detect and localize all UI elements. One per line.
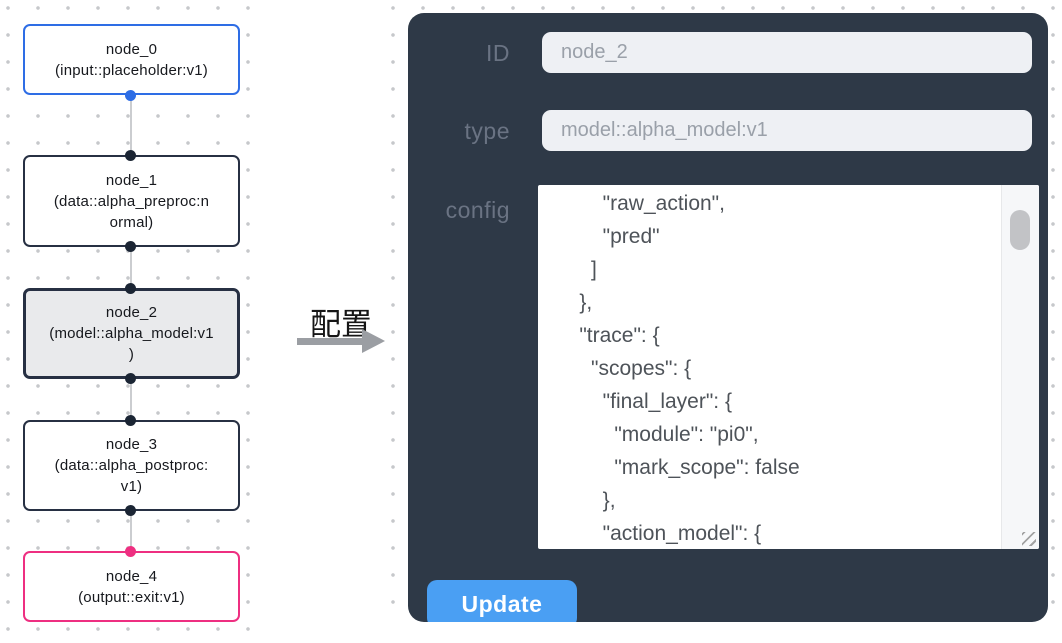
- input-port-handle-node_4[interactable]: [125, 546, 136, 557]
- config-textarea[interactable]: "raw_action", "pred" ] }, "trace": { "sc…: [538, 185, 1039, 549]
- graph-node-node_3[interactable]: node_3 (data::alpha_postproc: v1): [23, 420, 240, 511]
- config-scrollbar-thumb[interactable]: [1010, 210, 1030, 250]
- node-label: node_4 (output::exit:v1): [78, 567, 185, 606]
- type-field-label: type: [464, 118, 510, 144]
- right-arrow-icon: [297, 338, 364, 345]
- id-input[interactable]: [542, 32, 1032, 73]
- node-label: node_0 (input::placeholder:v1): [54, 40, 209, 79]
- input-port-handle-node_1[interactable]: [125, 150, 136, 161]
- update-button[interactable]: Update: [427, 580, 577, 622]
- output-port-handle-node_3[interactable]: [125, 505, 136, 516]
- graph-node-node_4[interactable]: node_4 (output::exit:v1): [23, 551, 240, 622]
- node-label: node_1 (data::alpha_preproc:n ormal): [53, 171, 210, 231]
- edge-node1-node2: [130, 247, 132, 288]
- graph-node-node_1[interactable]: node_1 (data::alpha_preproc:n ormal): [23, 155, 240, 247]
- edge-node2-node3: [130, 379, 132, 420]
- input-port-handle-node_3[interactable]: [125, 415, 136, 426]
- output-port-handle-node_0[interactable]: [125, 90, 136, 101]
- graph-node-node_0[interactable]: node_0 (input::placeholder:v1): [23, 24, 240, 95]
- node-label: node_3 (data::alpha_postproc: v1): [54, 436, 209, 495]
- configure-label: 配置: [310, 307, 372, 342]
- type-input[interactable]: [542, 110, 1032, 151]
- textarea-resize-handle-icon[interactable]: [1022, 532, 1036, 546]
- graph-canvas: node_0 (input::placeholder:v1) node_1 (d…: [0, 0, 270, 643]
- output-port-handle-node_2[interactable]: [125, 373, 136, 384]
- graph-node-node_2-selected[interactable]: node_2 (model::alpha_model:v1 ): [23, 288, 240, 379]
- inspector-panel: ID type config "raw_action", "pred" ] },…: [408, 13, 1048, 622]
- config-field-label: config: [445, 197, 510, 223]
- right-arrow-head-icon: [362, 329, 385, 353]
- config-json-text: "raw_action", "pred" ] }, "trace": { "sc…: [579, 192, 800, 545]
- input-port-handle-node_2[interactable]: [125, 283, 136, 294]
- node-label: node_2 (model::alpha_model:v1 ): [49, 304, 214, 363]
- output-port-handle-node_1[interactable]: [125, 241, 136, 252]
- edge-node0-node1: [130, 95, 132, 155]
- id-field-label: ID: [486, 40, 510, 66]
- edge-node3-node4: [130, 511, 132, 551]
- config-scrollbar-track[interactable]: [1001, 185, 1039, 549]
